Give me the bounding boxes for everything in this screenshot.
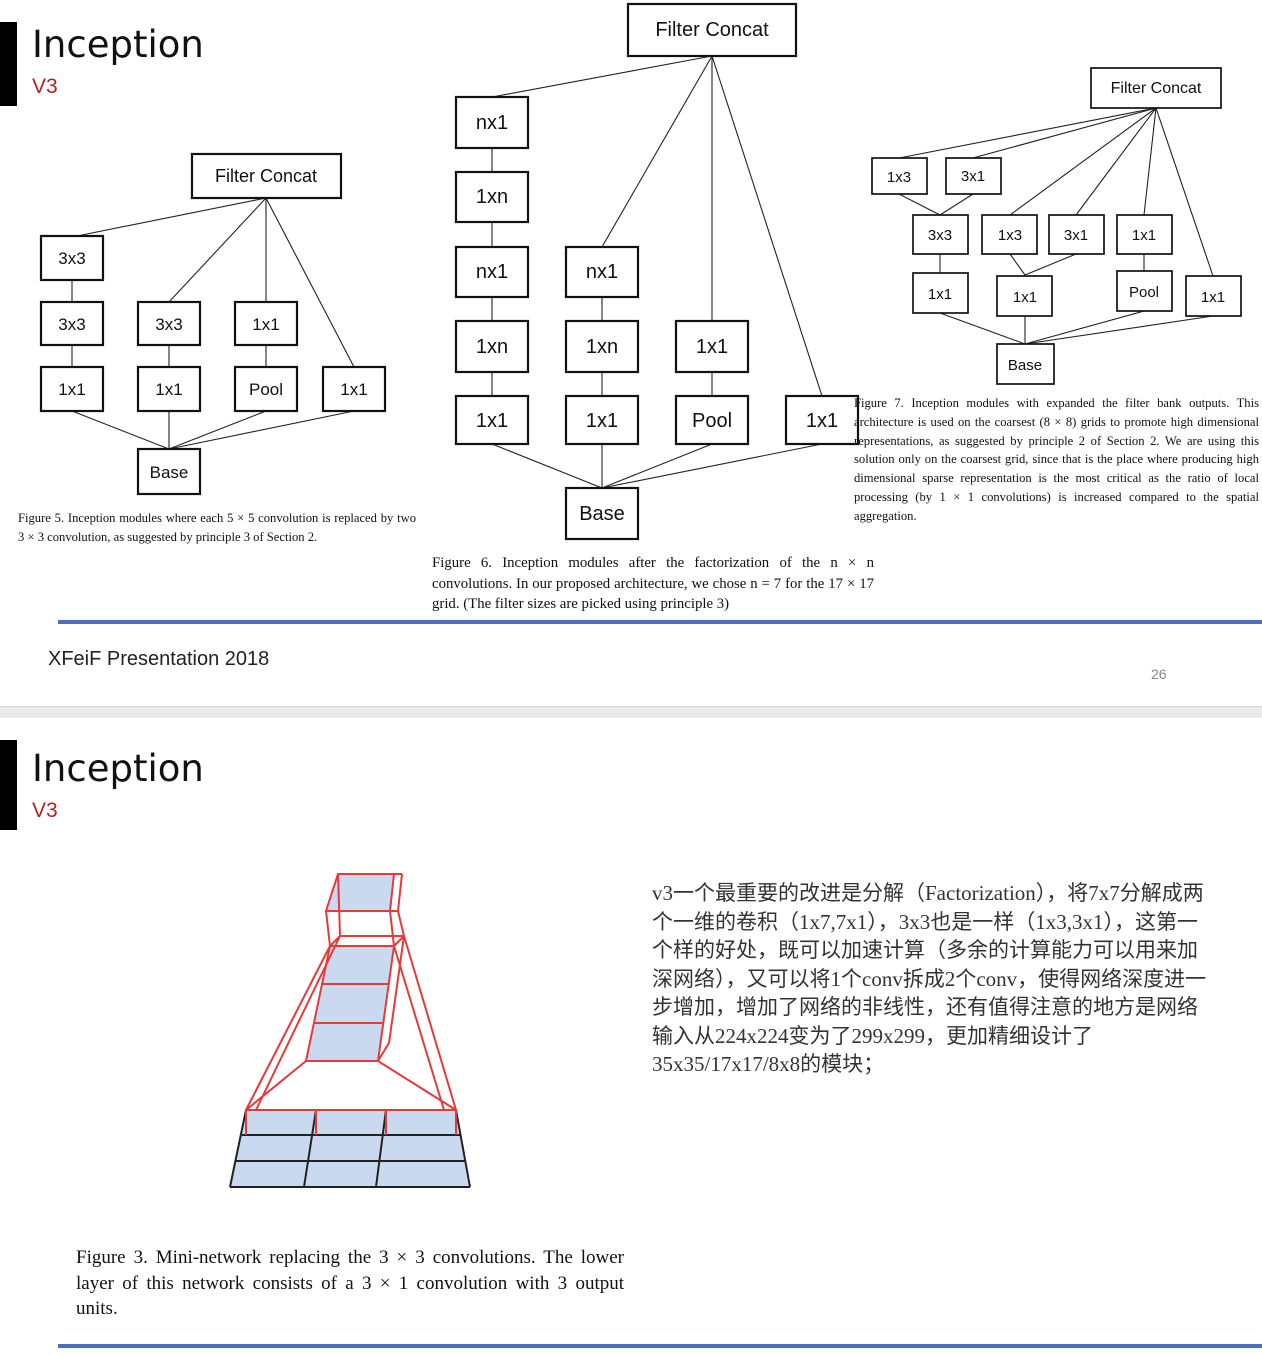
fig7-filter-concat-label: Filter Concat <box>1111 80 1202 97</box>
figure-6-edges <box>491 55 823 489</box>
fig6-pool-label: Pool <box>692 410 732 432</box>
explanation-text: v3一个最重要的改进是分解（Factorization），将7x7分解成两个一维… <box>652 881 1207 1076</box>
fig5-conv-label: 1x1 <box>340 380 367 399</box>
fig7-conv-label: 3x1 <box>1064 227 1088 244</box>
figure-6-boxes: Filter Concat nx1 1xn nx1 nx1 1xn 1xn 1x… <box>454 2 860 541</box>
slide-subtitle: V3 <box>32 799 58 822</box>
fig7-conv-label: 1x3 <box>998 227 1022 244</box>
figure-6-diagram: Filter Concat nx1 1xn nx1 nx1 1xn 1xn 1x… <box>454 2 860 541</box>
fig6-conv-label: 1xn <box>586 336 618 358</box>
figure-7-caption: Figure 7. Inception modules with expande… <box>854 396 1259 523</box>
figure-5-edges <box>71 197 355 450</box>
fig7-conv-label: 1x1 <box>1132 227 1156 244</box>
slide-title: Inception <box>32 23 204 66</box>
fig6-base-label: Base <box>579 503 625 525</box>
fig6-conv-label: 1xn <box>476 336 508 358</box>
fig6-conv-label: nx1 <box>476 261 508 283</box>
page-number: 26 <box>1151 666 1167 682</box>
slide-title: Inception <box>32 747 204 790</box>
fig7-conv-label: 1x1 <box>928 286 952 303</box>
fig7-conv-label: 3x1 <box>961 168 985 185</box>
figure-5-diagram: Filter Concat 3x3 3x3 3x3 1x1 1x1 1x1 Po… <box>39 152 387 496</box>
fig6-conv-label: 1x1 <box>476 410 508 432</box>
figure-3-caption: Figure 3. Mini-network replacing the 3 ×… <box>76 1247 624 1319</box>
fig5-conv-label: 1x1 <box>252 315 279 334</box>
fig7-conv-label: 1x1 <box>1013 289 1037 306</box>
fig5-conv-label: 3x3 <box>155 315 182 334</box>
footer-text: XFeiF Presentation 2018 <box>48 648 270 670</box>
fig6-conv-label: 1x1 <box>696 336 728 358</box>
fig6-conv-label: 1xn <box>476 186 508 208</box>
figure-7-boxes: Filter Concat 1x3 3x1 3x3 1x3 3x1 1x1 1x… <box>871 67 1242 385</box>
fig6-conv-label: nx1 <box>586 261 618 283</box>
figure-3-output-unit <box>324 873 403 912</box>
slide-26: Inception V3 Filter Concat 3x3 3x3 3x3 <box>0 2 1262 682</box>
fig5-conv-label: 3x3 <box>58 249 85 268</box>
fig5-base-label: Base <box>150 463 189 482</box>
figure-3-connections <box>245 873 457 1111</box>
figure-3-middle-layer <box>304 935 405 1062</box>
fig7-pool-label: Pool <box>1129 284 1159 301</box>
fig7-base-label: Base <box>1008 357 1042 374</box>
figure-7-edges <box>898 107 1214 345</box>
figure-7-diagram: Filter Concat 1x3 3x1 3x3 1x3 3x1 1x1 1x… <box>871 67 1242 385</box>
figure-3-mini-network <box>229 873 471 1188</box>
footer-rule <box>58 1344 1262 1348</box>
fig6-conv-label: nx1 <box>476 112 508 134</box>
fig7-conv-label: 1x1 <box>1201 289 1225 306</box>
fig5-pool-label: Pool <box>249 380 283 399</box>
slide-separator <box>0 706 1262 718</box>
title-accent-bar <box>0 22 17 106</box>
figure-3-input-grid <box>229 1109 471 1188</box>
slide-subtitle: V3 <box>32 75 58 98</box>
fig5-conv-label: 1x1 <box>58 380 85 399</box>
slide-27: Inception V3 <box>0 718 1262 1356</box>
fig6-conv-label: 1x1 <box>806 410 838 432</box>
footer-rule <box>58 620 1262 624</box>
title-accent-bar <box>0 740 17 830</box>
figure-5-caption: Figure 5. Inception modules where each 5… <box>18 511 416 544</box>
fig7-conv-label: 1x3 <box>887 169 911 186</box>
fig6-conv-label: 1x1 <box>586 410 618 432</box>
figure-5-boxes: Filter Concat 3x3 3x3 3x3 1x1 1x1 1x1 Po… <box>39 152 387 496</box>
fig6-filter-concat-label: Filter Concat <box>655 19 769 41</box>
figure-6-caption: Figure 6. Inception modules after the fa… <box>432 555 874 612</box>
fig7-conv-label: 3x3 <box>928 227 952 244</box>
fig5-conv-label: 3x3 <box>58 315 85 334</box>
fig5-conv-label: 1x1 <box>155 380 182 399</box>
fig5-filter-concat-label: Filter Concat <box>215 166 317 186</box>
